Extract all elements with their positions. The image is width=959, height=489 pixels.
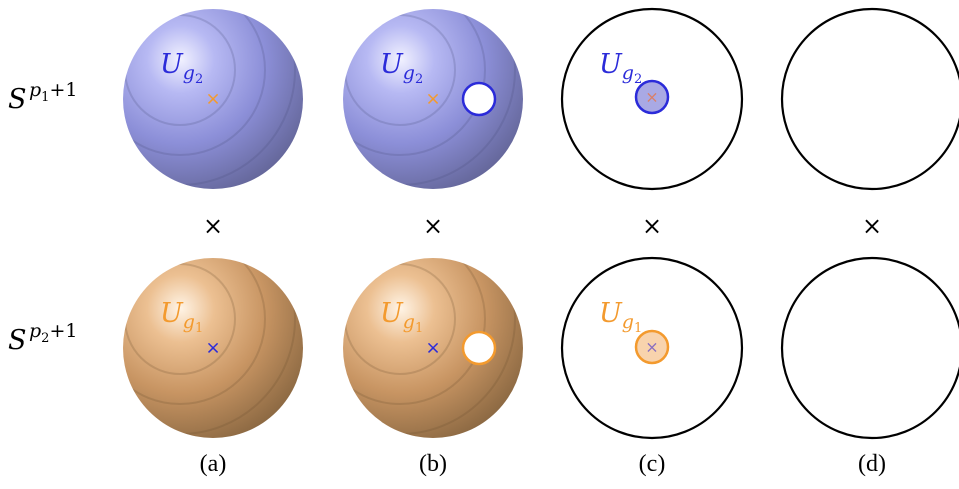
region-label-a-bottom-sub-var: g [183, 311, 195, 333]
point-marker-b-top: × [425, 89, 440, 110]
region-label-b-bottom-base: U [380, 298, 404, 329]
region-label-b-top-sub-var: g [403, 62, 415, 84]
region-label-c-bottom: Ug1 [599, 298, 642, 336]
times-symbol-b: × [423, 212, 443, 240]
region-label-b-top: Ug2 [380, 49, 423, 87]
region-label-a-bottom-base: U [160, 298, 184, 329]
sphere-c-bottom: Ug1 × [560, 256, 744, 440]
region-label-a-top-sub-sub: 2 [195, 72, 203, 87]
point-marker-c-top: × [645, 88, 658, 107]
sphere-b-bottom-body [343, 258, 523, 438]
caption-b: (b) [419, 451, 447, 477]
point-marker-b-bottom: × [425, 338, 440, 359]
times-symbol-d: × [862, 212, 882, 240]
times-symbol-a: × [203, 212, 223, 240]
region-label-b-top-base: U [380, 49, 404, 80]
sphere-b-bottom: Ug1 × [343, 258, 523, 438]
region-label-a-top-sub-var: g [183, 62, 195, 84]
sphere-d-bottom-outline [780, 256, 959, 440]
sphere-c-top: Ug2 × [560, 7, 744, 191]
region-label-c-top-sub-var: g [622, 62, 634, 84]
row-label-top-superscript: p1+1 [29, 79, 77, 105]
region-label-c-top: Ug2 [599, 49, 642, 87]
point-marker-a-top: × [205, 89, 220, 110]
hole-b-bottom [461, 330, 497, 366]
sphere-a-bottom: Ug1 × [123, 258, 303, 438]
point-marker-a-bottom: × [205, 338, 220, 359]
row-label-bottom-sup-var: p [29, 320, 41, 342]
row-label-bottom-superscript: p2+1 [29, 320, 77, 346]
region-disk-c-top [634, 79, 670, 115]
region-label-c-bottom-sub-sub: 1 [634, 321, 642, 336]
region-label-a-bottom: Ug1 [160, 298, 203, 336]
sphere-d-top-outline [780, 7, 959, 191]
row-label-top-base: S [8, 84, 27, 115]
point-marker-c-bottom: × [645, 338, 658, 357]
row-label-top-sup-sub: 1 [41, 90, 49, 105]
row-label-bottom-sup-sub: 2 [41, 331, 49, 346]
region-label-b-bottom: Ug1 [380, 298, 423, 336]
row-label-top-sup-tail: +1 [49, 79, 77, 101]
caption-a: (a) [200, 451, 227, 477]
row-label-bottom: S p2+1 [8, 320, 77, 356]
sphere-a-bottom-body [123, 258, 303, 438]
row-label-bottom-base: S [8, 325, 27, 356]
times-symbol-c: × [642, 212, 662, 240]
hole-b-top [461, 81, 497, 117]
caption-d: (d) [858, 451, 886, 477]
row-label-bottom-sup-tail: +1 [49, 320, 77, 342]
region-label-c-bottom-sub-var: g [622, 311, 634, 333]
row-label-top: S p1+1 [8, 79, 77, 115]
sphere-a-top-body [123, 9, 303, 189]
region-label-a-top: Ug2 [160, 49, 203, 87]
row-label-top-sup-var: p [29, 79, 41, 101]
caption-c: (c) [639, 451, 666, 477]
region-label-c-top-base: U [599, 49, 623, 80]
sphere-b-top: Ug2 × [343, 9, 523, 189]
region-disk-c-bottom [634, 329, 670, 365]
sphere-a-top: Ug2 × [123, 9, 303, 189]
region-label-b-bottom-sub-var: g [403, 311, 415, 333]
sphere-b-top-body [343, 9, 523, 189]
region-label-b-bottom-sub-sub: 1 [415, 321, 423, 336]
region-label-c-bottom-base: U [599, 298, 623, 329]
region-label-a-top-base: U [160, 49, 184, 80]
region-label-c-top-sub-sub: 2 [634, 72, 642, 87]
region-label-a-bottom-sub-sub: 1 [195, 321, 203, 336]
region-label-b-top-sub-sub: 2 [415, 72, 423, 87]
